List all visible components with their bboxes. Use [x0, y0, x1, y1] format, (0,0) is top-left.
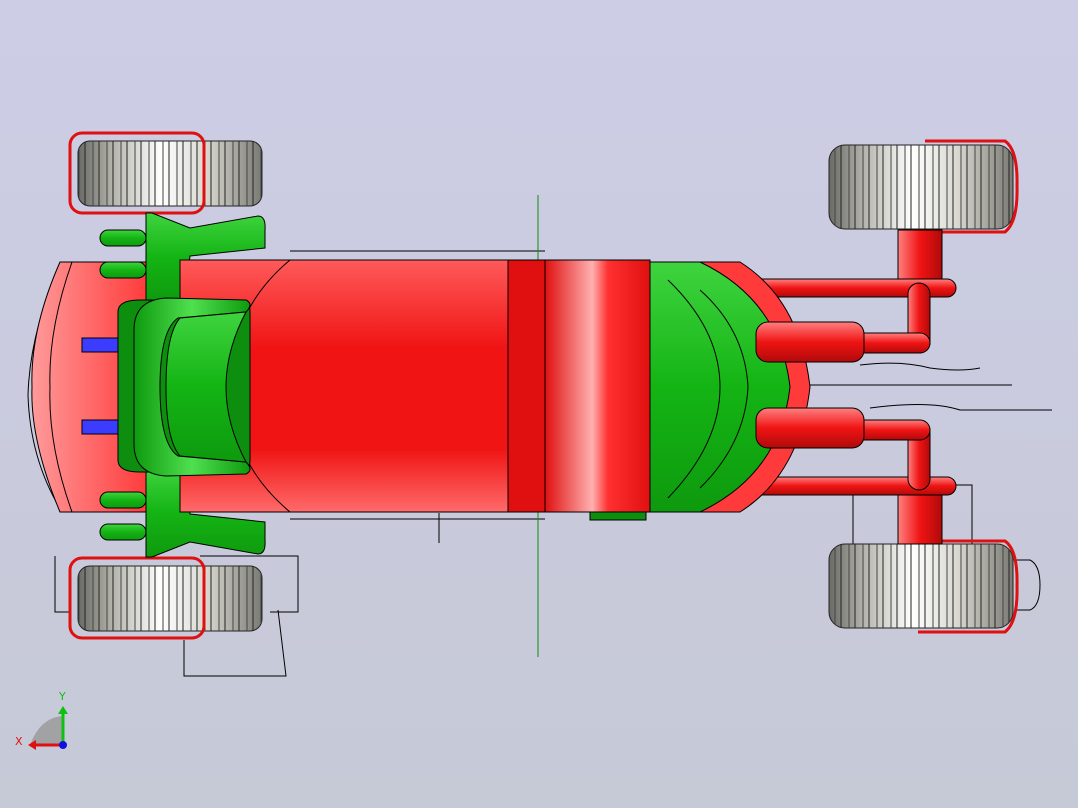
front-cowling [117, 297, 251, 477]
axis-y-label: Y [58, 690, 66, 703]
main-body[interactable] [179, 259, 651, 513]
front-right-wheel[interactable] [68, 556, 263, 640]
rear-left-wheel[interactable] [828, 139, 1019, 234]
front-frame [99, 212, 266, 558]
rear-pipes [755, 321, 865, 449]
axis-x-label: X [15, 735, 23, 748]
axis-triad: Y X [15, 690, 68, 750]
rear-suspension [719, 229, 957, 545]
rear-right-wheel[interactable] [828, 539, 1019, 634]
front-left-wheel[interactable] [68, 131, 263, 215]
